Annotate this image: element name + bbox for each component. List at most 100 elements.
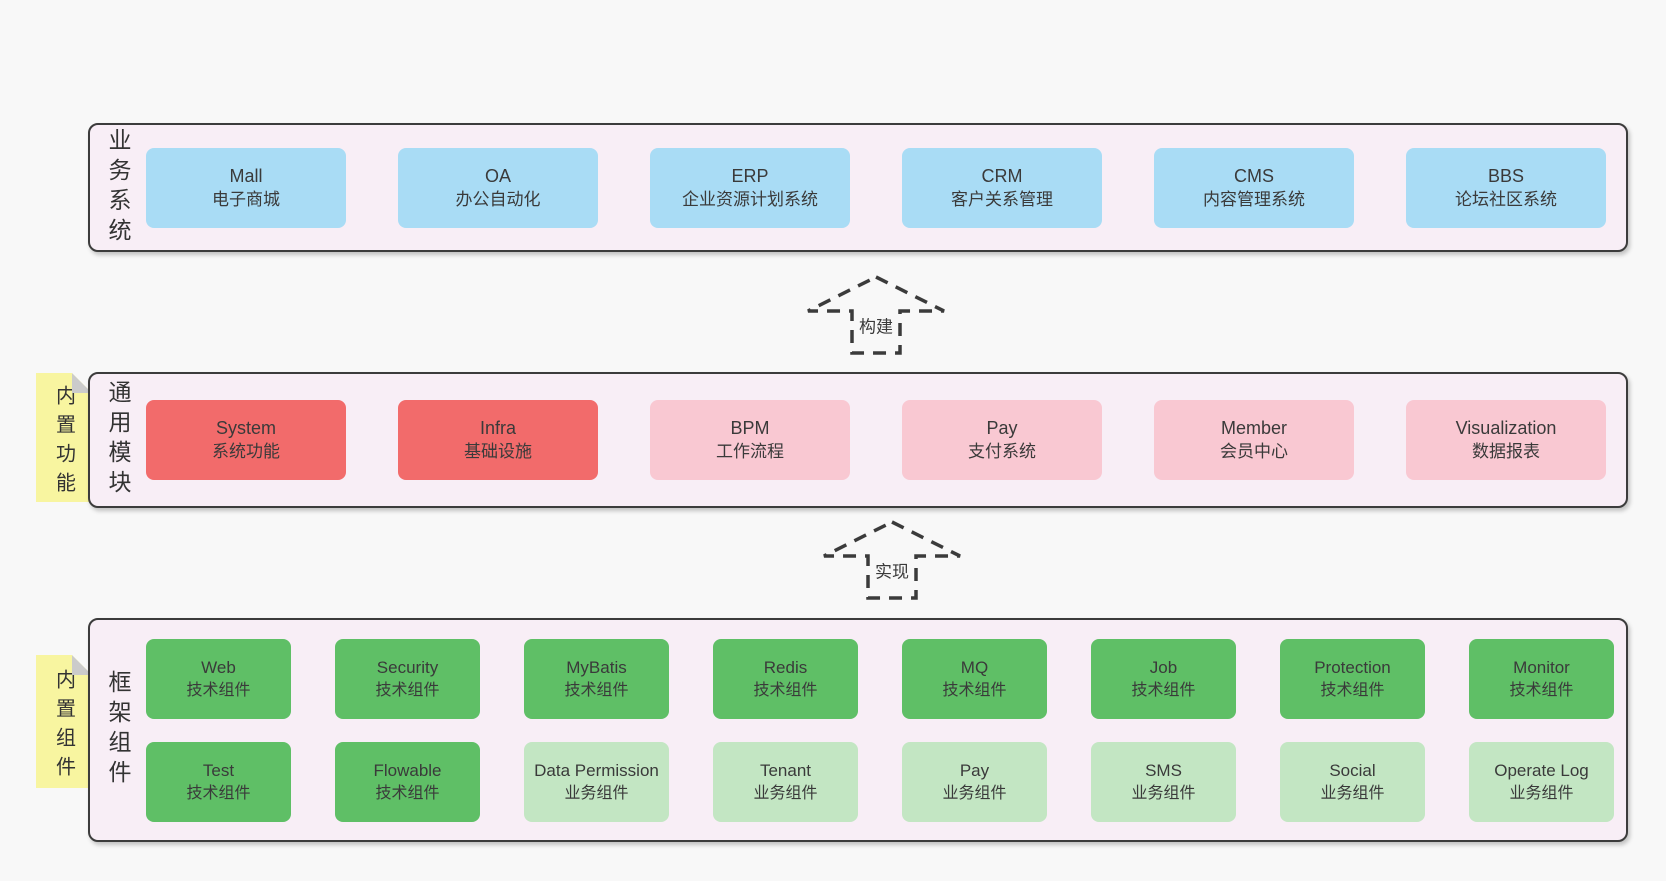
box-title: MyBatis bbox=[566, 657, 627, 677]
box-title: Mall bbox=[229, 165, 263, 186]
component-row-2: Test 技术组件 Flowable 技术组件 Data Permission … bbox=[146, 741, 1614, 822]
box-title: BPM bbox=[730, 418, 770, 438]
box-subtitle: 技术组件 bbox=[1131, 681, 1196, 699]
box-mybatis: MyBatis 技术组件 bbox=[524, 638, 669, 719]
dashed-up-arrow-icon bbox=[807, 275, 945, 355]
box-title: System bbox=[215, 418, 276, 438]
arrow-label-implement: 实现 bbox=[871, 556, 913, 584]
box-title: BBS bbox=[1487, 165, 1525, 186]
tier-label: 通用模块 bbox=[105, 380, 131, 500]
box-subtitle: 技术组件 bbox=[375, 784, 440, 802]
box-subtitle: 业务组件 bbox=[1509, 784, 1574, 802]
box-subtitle: 客户关系管理 bbox=[951, 189, 1053, 209]
tier-body: Mall 电子商城 OA 办公自动化 ERP 企业资源计划系统 CRM 客户关系… bbox=[146, 125, 1626, 250]
sticky-note-built-in-features: 内置功能 bbox=[36, 373, 92, 502]
box-subtitle: 内容管理系统 bbox=[1203, 189, 1305, 209]
box-subtitle: 业务组件 bbox=[1320, 784, 1385, 802]
tier-body: System 系统功能 Infra 基础设施 BPM 工作流程 Pay 支付系统… bbox=[146, 374, 1626, 506]
tier-business-systems: 业务系统 Mall 电子商城 OA 办公自动化 ERP 企业资源计划系统 CRM… bbox=[88, 123, 1628, 252]
sticky-note-built-in-components: 内置组件 bbox=[36, 655, 92, 788]
box-subtitle: 论坛社区系统 bbox=[1455, 189, 1557, 209]
box-social: Social 业务组件 bbox=[1280, 741, 1425, 822]
box-subtitle: 业务组件 bbox=[564, 784, 629, 802]
box-bpm: BPM 工作流程 bbox=[650, 400, 850, 480]
box-title: Pay bbox=[986, 418, 1018, 438]
box-title: Monitor bbox=[1513, 657, 1570, 677]
box-operate-log: Operate Log 业务组件 bbox=[1469, 741, 1614, 822]
box-subtitle: 支付系统 bbox=[968, 442, 1036, 461]
box-subtitle: 业务组件 bbox=[1131, 784, 1196, 802]
box-crm: CRM 客户关系管理 bbox=[902, 147, 1102, 228]
box-mq: MQ 技术组件 bbox=[902, 638, 1047, 719]
box-mall: Mall 电子商城 bbox=[146, 147, 346, 228]
box-title: Test bbox=[202, 760, 235, 780]
box-title: Social bbox=[1329, 760, 1376, 780]
note-label: 内置组件 bbox=[52, 668, 75, 785]
box-subtitle: 技术组件 bbox=[564, 681, 629, 699]
dashed-up-arrow-icon bbox=[823, 520, 961, 600]
box-subtitle: 工作流程 bbox=[716, 442, 784, 461]
box-title: Member bbox=[1220, 418, 1287, 438]
box-title: Security bbox=[376, 657, 439, 677]
box-monitor: Monitor 技术组件 bbox=[1469, 638, 1614, 719]
box-title: Tenant bbox=[759, 760, 812, 780]
box-subtitle: 技术组件 bbox=[375, 681, 440, 699]
box-title: Flowable bbox=[373, 760, 442, 780]
box-subtitle: 技术组件 bbox=[186, 681, 251, 699]
note-label: 内置功能 bbox=[52, 384, 75, 501]
box-subtitle: 技术组件 bbox=[186, 784, 251, 802]
box-subtitle: 基础设施 bbox=[464, 442, 532, 461]
box-data-permission: Data Permission 业务组件 bbox=[524, 741, 669, 822]
box-cms: CMS 内容管理系统 bbox=[1154, 147, 1354, 228]
box-subtitle: 技术组件 bbox=[942, 681, 1007, 699]
box-subtitle: 业务组件 bbox=[753, 784, 818, 802]
box-pay-system: Pay 支付系统 bbox=[902, 400, 1102, 480]
tier-common-modules: 通用模块 System 系统功能 Infra 基础设施 BPM 工作流程 Pay… bbox=[88, 372, 1628, 508]
box-subtitle: 技术组件 bbox=[1320, 681, 1385, 699]
tier-label: 框架组件 bbox=[105, 670, 131, 790]
tier-body: Web 技术组件 Security 技术组件 MyBatis 技术组件 Redi… bbox=[146, 620, 1632, 840]
box-subtitle: 数据报表 bbox=[1472, 442, 1540, 461]
box-member: Member 会员中心 bbox=[1154, 400, 1354, 480]
box-subtitle: 会员中心 bbox=[1220, 442, 1288, 461]
box-title: Data Permission bbox=[534, 760, 659, 780]
box-bbs: BBS 论坛社区系统 bbox=[1406, 147, 1606, 228]
box-system: System 系统功能 bbox=[146, 400, 346, 480]
box-flowable: Flowable 技术组件 bbox=[335, 741, 480, 822]
box-job: Job 技术组件 bbox=[1091, 638, 1236, 719]
box-sms: SMS 业务组件 bbox=[1091, 741, 1236, 822]
box-oa: OA 办公自动化 bbox=[398, 147, 598, 228]
box-title: Web bbox=[201, 657, 236, 677]
box-subtitle: 技术组件 bbox=[753, 681, 818, 699]
box-title: CRM bbox=[981, 165, 1023, 186]
box-subtitle: 系统功能 bbox=[212, 442, 280, 461]
box-subtitle: 技术组件 bbox=[1509, 681, 1574, 699]
box-title: Pay bbox=[959, 760, 990, 780]
box-title: Infra bbox=[479, 418, 517, 438]
box-title: Redis bbox=[763, 657, 808, 677]
box-title: OA bbox=[484, 165, 511, 186]
box-visualization: Visualization 数据报表 bbox=[1406, 400, 1606, 480]
box-title: CMS bbox=[1234, 165, 1274, 186]
tier-framework-components: 框架组件 Web 技术组件 Security 技术组件 MyBatis 技术组件… bbox=[88, 618, 1628, 842]
box-security: Security 技术组件 bbox=[335, 638, 480, 719]
tier-label: 业务系统 bbox=[105, 127, 131, 248]
box-title: Job bbox=[1149, 657, 1178, 677]
box-subtitle: 业务组件 bbox=[942, 784, 1007, 802]
box-infra: Infra 基础设施 bbox=[398, 400, 598, 480]
box-title: Visualization bbox=[1455, 418, 1557, 438]
dashed-up-arrow-implement: 实现 bbox=[820, 518, 964, 602]
box-web: Web 技术组件 bbox=[146, 638, 291, 719]
box-title: MQ bbox=[960, 657, 989, 677]
arrow-label-build: 构建 bbox=[855, 311, 897, 339]
box-erp: ERP 企业资源计划系统 bbox=[650, 147, 850, 228]
box-pay-component: Pay 业务组件 bbox=[902, 741, 1047, 822]
box-title: ERP bbox=[731, 165, 769, 186]
box-protection: Protection 技术组件 bbox=[1280, 638, 1425, 719]
component-row-1: Web 技术组件 Security 技术组件 MyBatis 技术组件 Redi… bbox=[146, 638, 1614, 719]
box-title: Protection bbox=[1314, 657, 1391, 677]
box-tenant: Tenant 业务组件 bbox=[713, 741, 858, 822]
box-title: Operate Log bbox=[1494, 760, 1589, 780]
box-redis: Redis 技术组件 bbox=[713, 638, 858, 719]
